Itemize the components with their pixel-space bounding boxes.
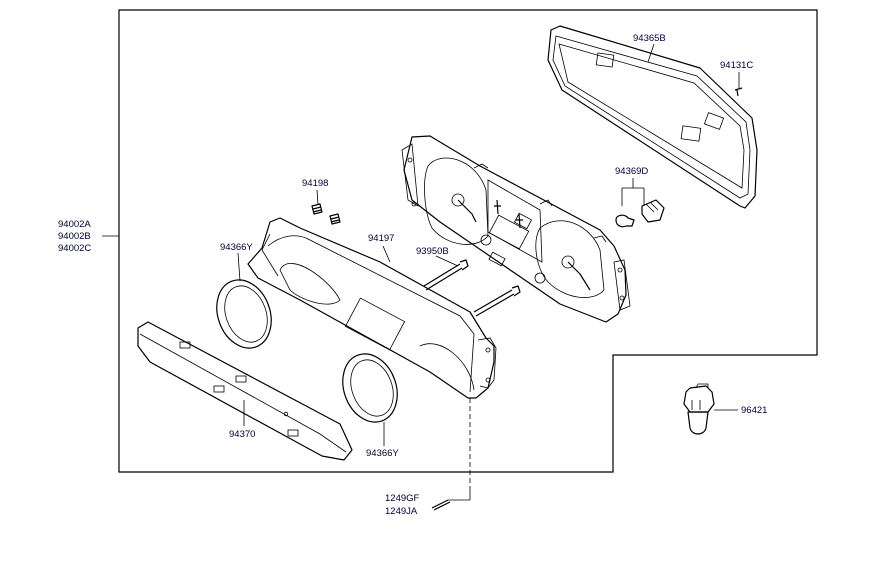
label-93950b: 93950B bbox=[416, 246, 449, 257]
bolts bbox=[423, 255, 521, 317]
label-96421: 96421 bbox=[741, 405, 768, 416]
label-94002c: 94002C bbox=[58, 243, 92, 254]
label-94370: 94370 bbox=[229, 429, 256, 440]
label-94198: 94198 bbox=[302, 178, 329, 189]
springs bbox=[311, 189, 341, 225]
lens-housing bbox=[247, 217, 497, 399]
label-94002b: 94002B bbox=[58, 231, 91, 242]
label-1249gf: 1249GF bbox=[385, 493, 420, 504]
garnish bbox=[137, 321, 353, 461]
label-94365b: 94365B bbox=[633, 33, 666, 44]
bulb-socket bbox=[615, 178, 665, 228]
label-1249ja: 1249JA bbox=[385, 506, 418, 517]
gauge-housing bbox=[401, 135, 631, 323]
mount-screw bbox=[431, 398, 471, 511]
label-94366y-left: 94366Y bbox=[220, 242, 253, 253]
label-94197: 94197 bbox=[368, 233, 395, 244]
sensor bbox=[683, 383, 738, 435]
rear-cover bbox=[547, 25, 758, 209]
ring-left bbox=[216, 252, 272, 349]
label-94002a: 94002A bbox=[58, 219, 91, 230]
label-94369d: 94369D bbox=[615, 166, 649, 177]
label-94131c: 94131C bbox=[720, 60, 754, 71]
label-94366y-right: 94366Y bbox=[366, 448, 399, 459]
assembly-frame bbox=[118, 9, 818, 473]
ring-right bbox=[342, 353, 398, 446]
small-screw bbox=[734, 72, 743, 97]
